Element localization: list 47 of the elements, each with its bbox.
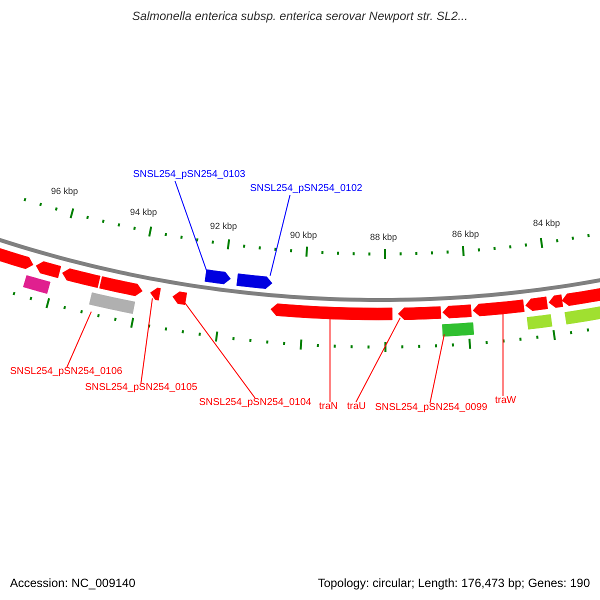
- leader-line: [66, 311, 92, 368]
- gene-label: SNSL254_pSN254_0105: [85, 382, 198, 394]
- gene-feature: [398, 306, 442, 320]
- leader-line: [270, 194, 290, 276]
- gene-feature: [0, 246, 34, 270]
- gene-feature: [150, 288, 161, 301]
- gene-label: traU: [347, 401, 366, 413]
- leader-line: [174, 180, 208, 272]
- gene-bar: [564, 304, 600, 324]
- title: Salmonella enterica subsp. enterica serovar Newport str. SL2...: [131, 9, 469, 24]
- gene-label: SNSL254_pSN254_0104: [199, 397, 312, 409]
- gene-bar: [23, 275, 50, 294]
- gene-feature: [62, 268, 100, 288]
- gene-bar: [526, 314, 552, 330]
- scale-label: 92 kbp: [210, 221, 238, 232]
- gene-feature: [525, 296, 548, 311]
- gene-feature: [204, 269, 231, 284]
- scale-label: 84 kbp: [533, 218, 560, 229]
- gene-label: SNSL254_pSN254_0103: [133, 169, 246, 181]
- gene-bar: [89, 292, 136, 314]
- scale-label: 96 kbp: [51, 186, 78, 197]
- gene-label: SNSL254_pSN254_0106: [10, 366, 122, 378]
- gene-feature: [562, 286, 600, 306]
- gene-label: traW: [495, 395, 516, 407]
- gene-bar: [442, 322, 474, 337]
- scale-label: 94 kbp: [130, 207, 158, 218]
- gene-feature: [548, 294, 564, 308]
- leader-line: [184, 302, 256, 398]
- leader-line: [140, 298, 153, 384]
- gene-feature: [442, 304, 472, 318]
- gene-feature: [172, 291, 188, 305]
- gene-feature: [472, 299, 525, 316]
- gene-feature: [236, 273, 272, 289]
- gene-feature: [270, 303, 392, 320]
- leader-line: [430, 334, 445, 404]
- gene-feature: [99, 276, 143, 296]
- scale-label: 90 kbp: [290, 230, 318, 241]
- scale-label: 86 kbp: [452, 229, 480, 240]
- leader-line: [356, 317, 401, 402]
- gene-label: SNSL254_pSN254_0102: [250, 183, 362, 195]
- gene-label: traN: [319, 401, 338, 413]
- gene-feature: [36, 261, 62, 278]
- footer-text: Accession: NC_009140: [10, 576, 136, 590]
- scale-label: 88 kbp: [370, 232, 398, 243]
- leader-line: [502, 314, 504, 396]
- gene-label: SNSL254_pSN254_0099: [375, 402, 488, 414]
- footer-text: Topology: circular; Length: 176,473 bp; Genes: 190: [318, 576, 590, 590]
